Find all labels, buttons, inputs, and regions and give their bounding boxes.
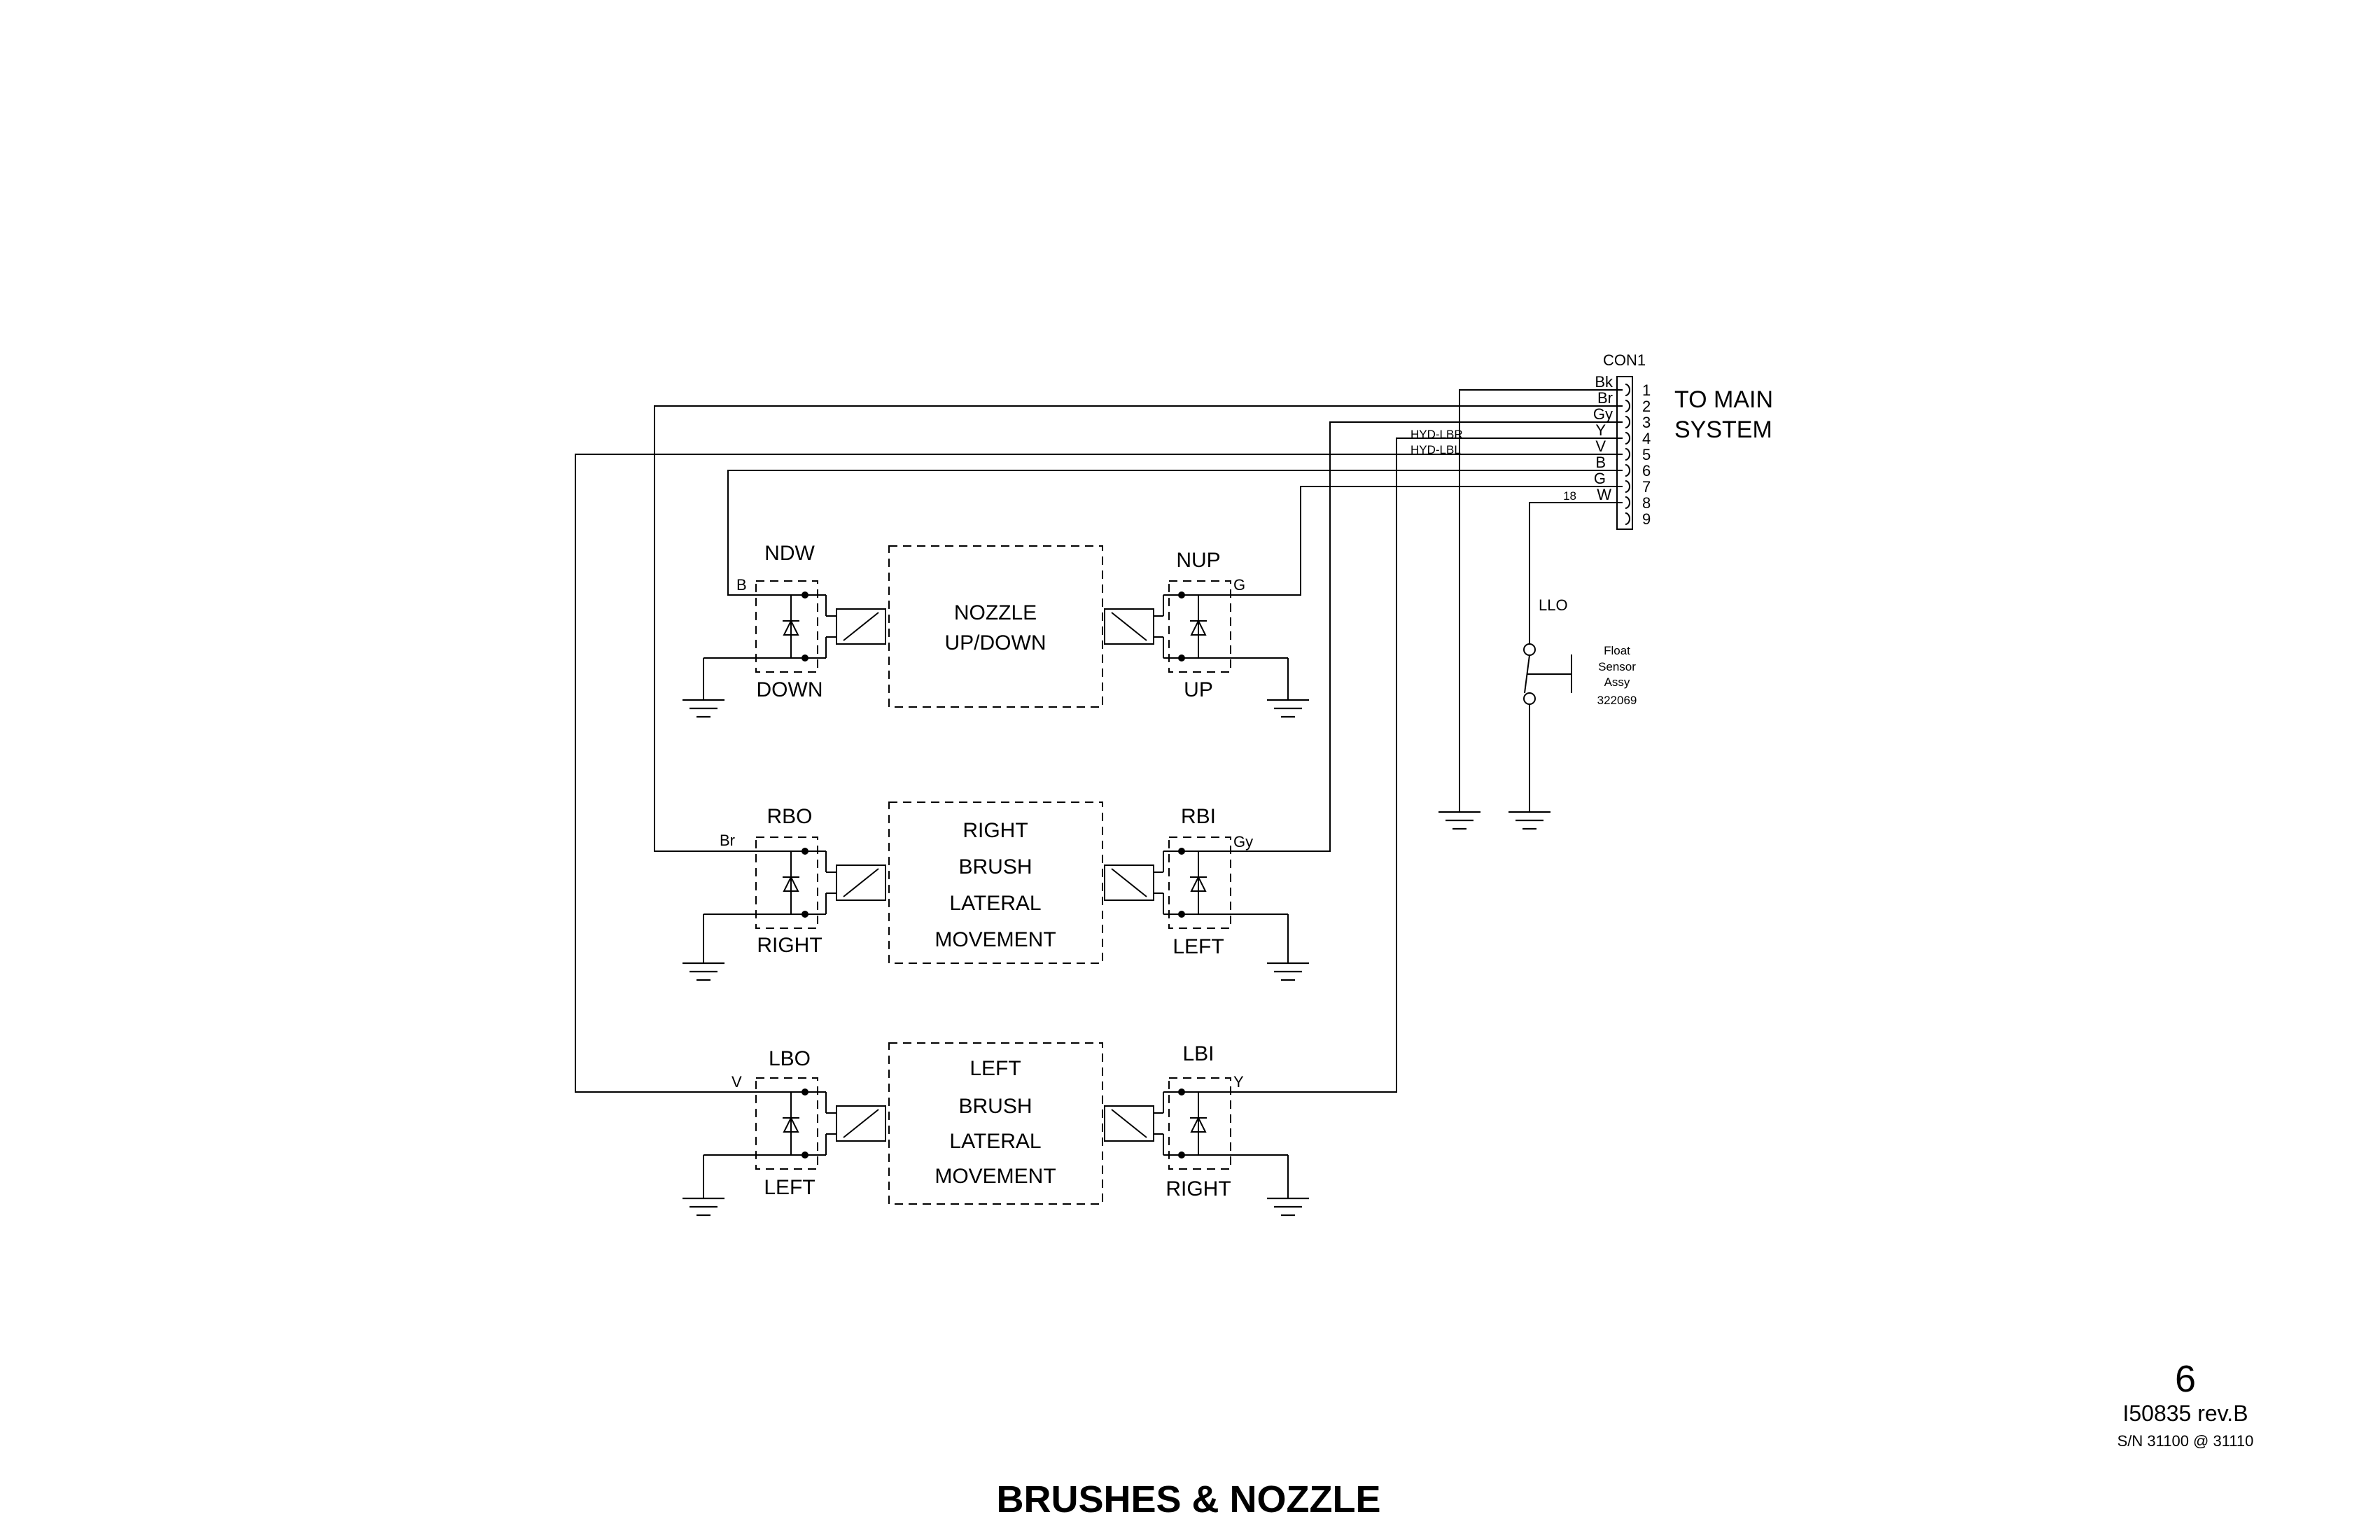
actuator-label-line: MOVEMENT	[934, 928, 1056, 951]
float-contact-bottom	[1523, 692, 1536, 705]
actuator-label-line: BRUSH	[958, 1095, 1032, 1118]
relay-direction: RIGHT	[757, 934, 822, 957]
relay-wire: V	[732, 1073, 742, 1091]
net-hyd-lbl: HYD-LBL	[1410, 443, 1461, 456]
serial-range: S/N 31100 @ 31110	[2118, 1432, 2254, 1450]
wire-w-gauge: 18	[1563, 489, 1576, 503]
net-hyd-lbr: HYD-LBR	[1410, 428, 1463, 441]
connector-pin-arcs	[1625, 384, 1630, 525]
relay-direction: RIGHT	[1166, 1177, 1231, 1200]
ground-symbol	[1266, 699, 1310, 718]
float-desc-2: Sensor	[1598, 660, 1636, 673]
ground-symbol	[681, 962, 726, 981]
pin-4: 4	[1642, 430, 1651, 447]
float-desc-3: Assy	[1604, 676, 1630, 689]
actuator-label-line: RIGHT	[962, 819, 1028, 842]
actuator-box	[888, 1042, 1103, 1205]
ground-symbol-llo	[1507, 811, 1552, 830]
relay-wire: G	[1233, 576, 1245, 594]
actuator-label-line: BRUSH	[958, 855, 1032, 878]
ground-symbol	[681, 699, 726, 718]
wire-b-label: B	[1595, 454, 1606, 471]
wire-y-label: Y	[1595, 421, 1606, 439]
pin-3: 3	[1642, 414, 1651, 431]
float-sensor: LLO Float Sensor Assy 322069	[1523, 596, 1637, 812]
relay-name: LBI	[1182, 1042, 1214, 1065]
relay-wire: Gy	[1233, 833, 1253, 850]
connector-name: CON1	[1603, 351, 1646, 369]
page-title: BRUSHES & NOZZLE	[996, 1478, 1380, 1520]
relay-lbo: LBO LEFT V	[703, 1047, 886, 1199]
actuator-label-line: MOVEMENT	[934, 1165, 1056, 1188]
relay-rbi: RBI LEFT Gy	[1104, 805, 1289, 963]
relay-name: RBO	[766, 805, 812, 828]
relay-name: NDW	[764, 542, 815, 565]
pin-5: 5	[1642, 446, 1651, 463]
actuator-label-line: LATERAL	[949, 892, 1041, 915]
float-sensor-name: LLO	[1539, 596, 1568, 614]
pin-6: 6	[1642, 462, 1651, 479]
pin-9: 9	[1642, 510, 1651, 528]
ground-symbol	[681, 1197, 726, 1217]
relay-name: RBI	[1181, 805, 1216, 828]
relay-wire: B	[736, 576, 747, 594]
relay-direction: LEFT	[764, 1176, 815, 1199]
actuator-box	[888, 545, 1103, 708]
wire-g-label: G	[1594, 470, 1606, 487]
actuator-nozzle: NOZZLE UP/DOWN NDW DOWN B	[681, 542, 1310, 718]
relay-lbi: LBI RIGHT Y	[1104, 1042, 1289, 1200]
relay-wire: Br	[720, 832, 735, 849]
actuator-box	[888, 802, 1103, 964]
wire-w-label: W	[1597, 486, 1611, 503]
relay-wire: Y	[1233, 1073, 1244, 1091]
wire-bk-label: Bk	[1595, 373, 1614, 391]
actuator-label-line: UP/DOWN	[945, 631, 1046, 654]
relay-direction: LEFT	[1172, 935, 1224, 958]
float-desc-1: Float	[1604, 644, 1630, 657]
ground-symbol	[1266, 1197, 1310, 1217]
pin-1: 1	[1642, 382, 1651, 399]
relay-ndw: NDW DOWN B	[703, 542, 886, 701]
relay-name: NUP	[1176, 549, 1220, 572]
actuator-right-brush: RIGHT BRUSH LATERAL MOVEMENT RBO RIGHT B…	[681, 802, 1310, 981]
pin-7: 7	[1642, 478, 1651, 496]
wire-v-label: V	[1595, 438, 1606, 455]
actuator-label-line: LATERAL	[949, 1130, 1041, 1153]
relay-name: LBO	[769, 1047, 811, 1070]
pin-8: 8	[1642, 494, 1651, 512]
relay-rbo: RBO RIGHT Br	[703, 805, 886, 963]
wire-gy-label: Gy	[1593, 405, 1613, 423]
system-label: SYSTEM	[1674, 416, 1772, 443]
relay-nup: NUP UP G	[1104, 549, 1289, 701]
page-number: 6	[2175, 1358, 2196, 1400]
ground-symbol	[1266, 962, 1310, 981]
wire-br-label: Br	[1597, 389, 1613, 407]
ground-symbol-bk	[1437, 811, 1482, 830]
actuator-label-line: LEFT	[969, 1057, 1021, 1080]
connector-body	[1616, 376, 1633, 530]
harness-wires	[575, 389, 1623, 1093]
pin-2: 2	[1642, 398, 1651, 415]
connector-con1: CON1 1 2 3 4 5 6 7 8 9 Bk Br Gy Y V B G …	[1410, 351, 1773, 530]
relay-direction: UP	[1184, 678, 1213, 701]
float-part-number: 322069	[1597, 694, 1637, 707]
to-main-label: TO MAIN	[1674, 386, 1773, 413]
relay-direction: DOWN	[757, 678, 823, 701]
actuator-left-brush: LEFT BRUSH LATERAL MOVEMENT LBO LEFT V	[681, 1042, 1310, 1217]
float-contact-top	[1523, 643, 1536, 656]
actuator-label-line: NOZZLE	[954, 601, 1037, 624]
document-id: I50835 rev.B	[2122, 1401, 2248, 1426]
